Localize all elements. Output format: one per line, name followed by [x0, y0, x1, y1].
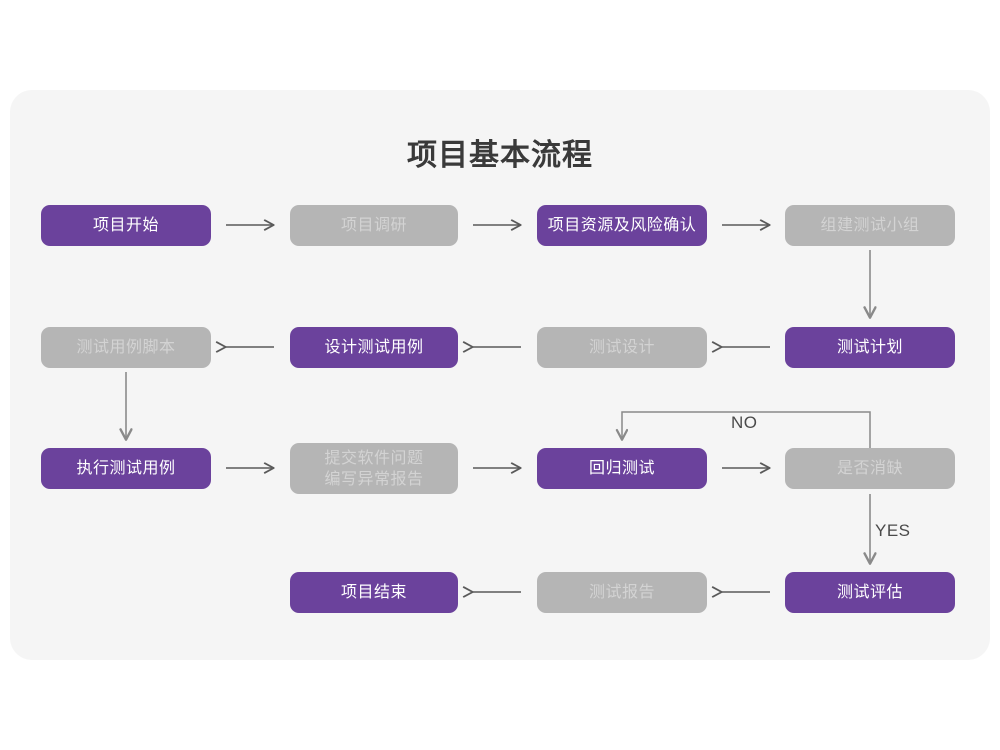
- edge-label-yes: YES: [875, 521, 911, 540]
- node-resource-risk-confirm[interactable]: 项目资源及风险确认: [537, 205, 707, 246]
- node-defect-resolved[interactable]: 是否消缺: [785, 448, 955, 489]
- node-form-test-team[interactable]: 组建测试小组: [785, 205, 955, 246]
- node-submit-issue-report[interactable]: 提交软件问题 编写异常报告: [290, 443, 458, 494]
- node-test-evaluation[interactable]: 测试评估: [785, 572, 955, 613]
- node-test-plan[interactable]: 测试计划: [785, 327, 955, 368]
- edge-label-no: NO: [731, 413, 758, 432]
- node-design-test-case[interactable]: 设计测试用例: [290, 327, 458, 368]
- node-project-research[interactable]: 项目调研: [290, 205, 458, 246]
- page-title: 项目基本流程: [407, 139, 593, 172]
- node-project-start[interactable]: 项目开始: [41, 205, 211, 246]
- node-regression-test[interactable]: 回归测试: [537, 448, 707, 489]
- node-project-end[interactable]: 项目结束: [290, 572, 458, 613]
- flowchart-card: [10, 90, 990, 660]
- node-execute-test-case[interactable]: 执行测试用例: [41, 448, 211, 489]
- node-test-case-script[interactable]: 测试用例脚本: [41, 327, 211, 368]
- node-test-report[interactable]: 测试报告: [537, 572, 707, 613]
- node-test-design[interactable]: 测试设计: [537, 327, 707, 368]
